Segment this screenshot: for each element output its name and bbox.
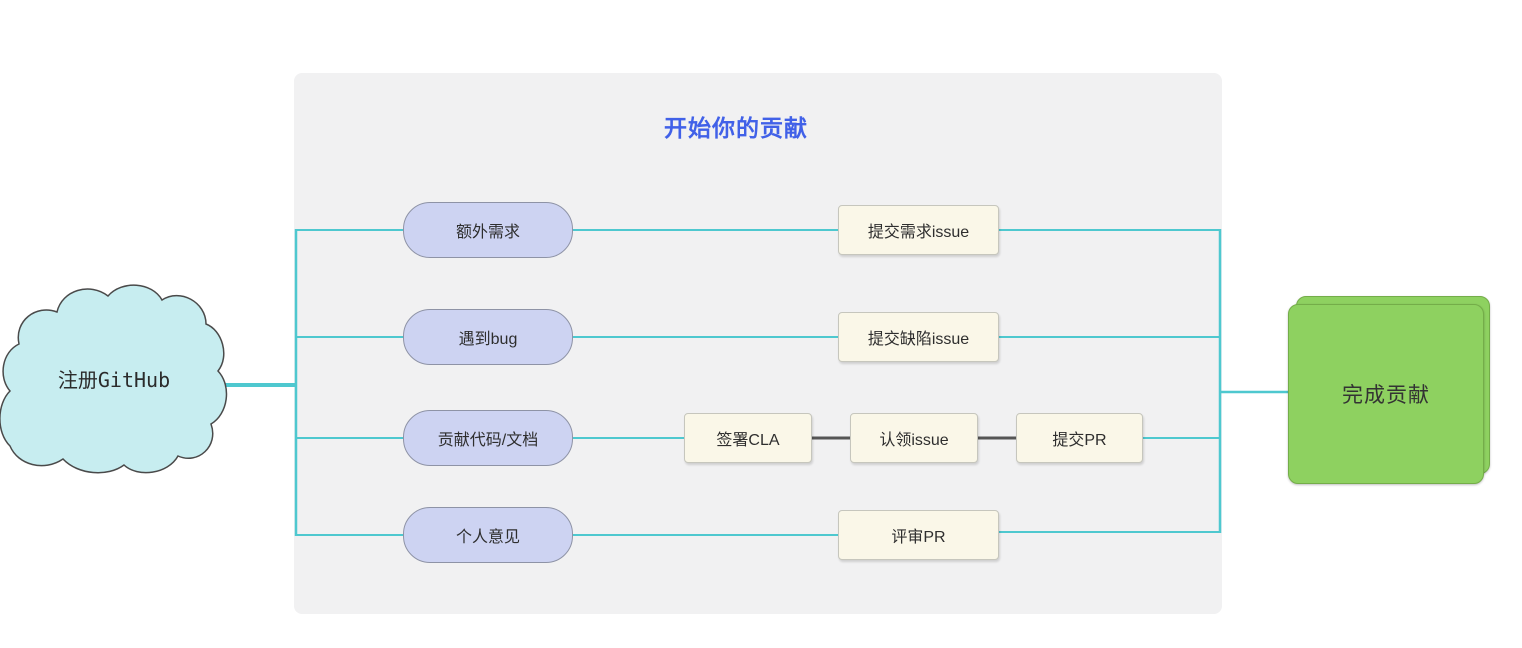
diagram-title: 开始你的贡献 [664,115,808,141]
register-github-label: 注册GitHub [57,367,171,392]
claim-issue-node: 认领issue [850,413,978,463]
encounter-bug-node: 遇到bug [403,309,573,365]
sign-cla-node: 签署CLA [684,413,812,463]
cloud-shape-icon [0,284,228,474]
contribute-code-doc-node: 贡献代码/文档 [403,410,573,466]
review-pr-node: 评审PR [838,510,999,560]
register-github-node: 注册GitHub [0,276,228,480]
submit-defect-issue-node: 提交缺陷issue [838,312,999,362]
extra-requirement-node: 额外需求 [403,202,573,258]
personal-opinion-node: 个人意见 [403,507,573,563]
submit-requirement-issue-node: 提交需求issue [838,205,999,255]
finish-contribution-node: 完成贡献 [1288,304,1484,484]
submit-pr-node: 提交PR [1016,413,1143,463]
